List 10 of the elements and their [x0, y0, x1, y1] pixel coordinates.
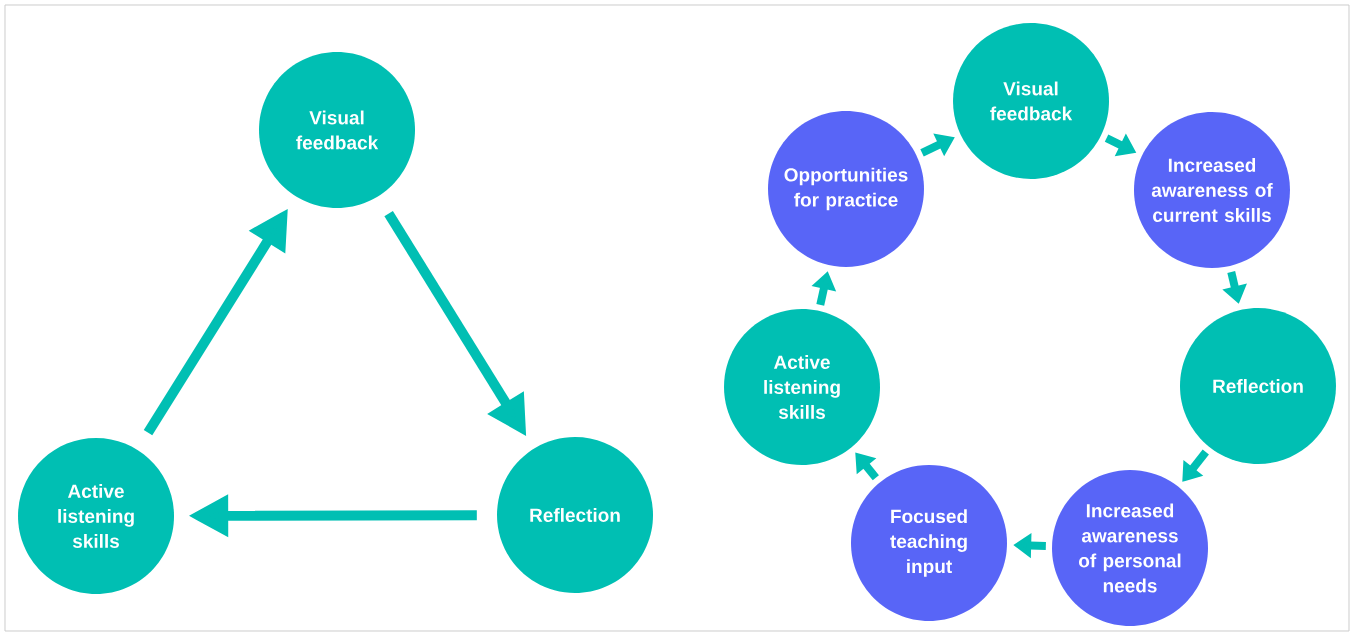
- circle-node: Increased awareness of personal needs: [1052, 470, 1208, 626]
- circle-node: Active listening skills: [18, 438, 174, 594]
- circle-node: Opportunities for practice: [768, 111, 924, 267]
- circle-node: Visual feedback: [259, 52, 415, 208]
- circle-node: Increased awareness of current skills: [1134, 112, 1290, 268]
- circle-node: Reflection: [497, 437, 653, 593]
- circle-node: Reflection: [1180, 308, 1336, 464]
- circle-node: Visual feedback: [953, 23, 1109, 179]
- circle-node: Focused teaching input: [851, 465, 1007, 621]
- circle-node: Active listening skills: [724, 309, 880, 465]
